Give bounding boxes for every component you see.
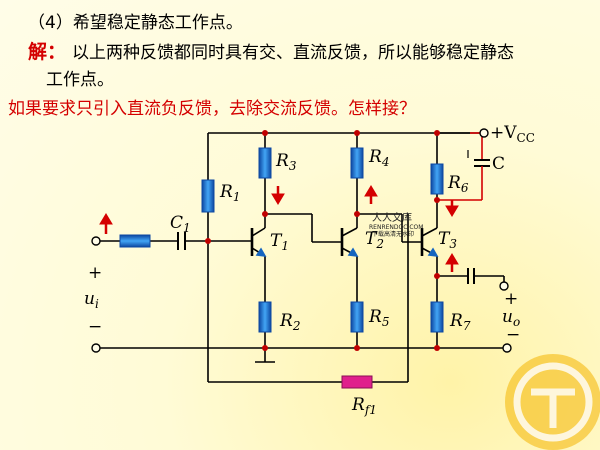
- question-text: （4）希望稳定静态工作点。: [28, 13, 243, 33]
- prompt-question: 如果要求只引入直流负反馈，去除交流反馈。怎样接？: [8, 99, 416, 119]
- signal-arrows: [99, 185, 459, 272]
- label-vcc: +VCC: [490, 123, 535, 145]
- junction-nodes: [205, 130, 440, 351]
- label-ui: ui: [84, 289, 99, 311]
- resistor-r4: [350, 147, 364, 179]
- label-r1: R1: [219, 182, 240, 204]
- label-r5: R5: [368, 307, 389, 329]
- terminals: [91, 128, 512, 353]
- transistor-t3: [420, 227, 439, 257]
- feedback-resistor-rf1: [341, 375, 373, 389]
- input-resistor: [119, 234, 151, 248]
- label-plus-in: +: [88, 263, 102, 283]
- output-capacitor: [467, 268, 475, 284]
- resistor-r1: [201, 179, 215, 213]
- label-t1: T1: [270, 231, 289, 253]
- watermark: 人人文库 RENRENDOC.COM 下载高清无水印: [369, 211, 423, 238]
- label-r2: R2: [279, 311, 300, 333]
- label-c: C: [492, 154, 505, 174]
- capacitor-c1: [177, 232, 186, 250]
- solution-line-1: 解：以上两种反馈都同时具有交、直流反馈，所以能够稳定静态: [28, 37, 600, 64]
- svg-text:下载高清无水印: 下载高清无水印: [372, 230, 414, 238]
- label-c1: C1: [170, 213, 191, 235]
- label-t2: T2: [365, 229, 384, 251]
- resistor-r5: [350, 301, 364, 333]
- label-rf1: Rf1: [351, 395, 377, 417]
- resistor-r3: [258, 147, 272, 179]
- transistor-t1: [250, 227, 267, 257]
- label-r7: R7: [449, 311, 471, 333]
- solution-text-1: 以上两种反馈都同时具有交、直流反馈，所以能够稳定静态: [72, 43, 515, 63]
- svg-text:RENRENDOC.COM: RENRENDOC.COM: [369, 224, 423, 231]
- label-plus-out: +: [504, 289, 518, 309]
- label-t3: T3: [438, 229, 457, 251]
- label-minus-out: −: [506, 325, 520, 345]
- solution-label: 解：: [28, 41, 67, 63]
- svg-text:人人文库: 人人文库: [372, 211, 412, 224]
- label-r6: R6: [447, 173, 469, 195]
- resistor-r6: [430, 163, 444, 195]
- solution-line-2: 工作点。: [46, 70, 114, 90]
- label-r4: R4: [368, 147, 389, 169]
- label-minus-in: −: [88, 317, 102, 337]
- logo-emblem: [505, 354, 600, 450]
- resistor-r7: [430, 301, 444, 333]
- label-uo: uo: [502, 307, 520, 329]
- transistor-t2: [340, 227, 359, 257]
- resistor-r2: [258, 301, 272, 333]
- label-r3: R3: [275, 151, 297, 173]
